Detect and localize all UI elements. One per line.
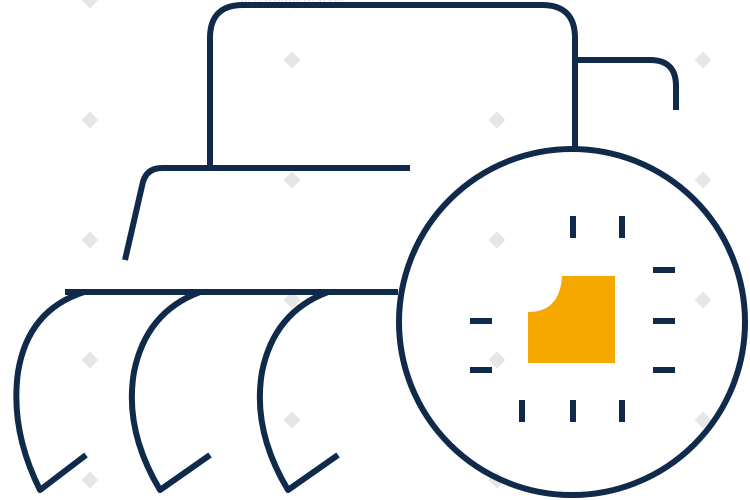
watermark-diamond: [488, 351, 506, 369]
harvester-icon: [13, 2, 679, 493]
watermark-diamond: [283, 291, 301, 309]
watermark-diamond: [81, 231, 99, 249]
chip-core: [528, 276, 615, 363]
hood-top-line: [122, 165, 410, 261]
blade-3: [256, 289, 340, 493]
chip-badge-circle: [396, 146, 748, 498]
cab-outline: [207, 2, 578, 165]
watermark-diamond: [694, 51, 712, 69]
watermark-diamond: [488, 231, 506, 249]
watermark-diamond: [81, 471, 99, 489]
exhaust-pipe: [575, 57, 679, 110]
watermark-diamond: [81, 0, 99, 9]
watermark-diamond: [283, 171, 301, 189]
watermark-diamond: [694, 411, 712, 429]
chip-badge: [396, 146, 748, 498]
watermark-diamond: [81, 111, 99, 129]
watermark-pattern: [81, 0, 712, 489]
watermark-diamond: [283, 411, 301, 429]
watermark-diamond: [488, 111, 506, 129]
watermark-diamond: [694, 171, 712, 189]
blade-1: [13, 289, 88, 493]
watermark-diamond: [283, 51, 301, 69]
watermark-diamond: [694, 291, 712, 309]
watermark-diamond: [81, 351, 99, 369]
blade-2: [128, 289, 212, 493]
